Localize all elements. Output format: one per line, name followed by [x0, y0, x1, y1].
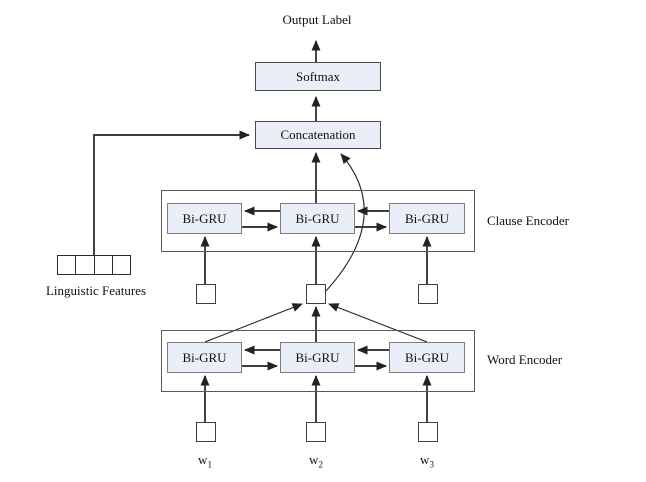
word-bigru-3: Bi-GRU: [389, 342, 465, 373]
clause-input-square-3: [418, 284, 438, 304]
clause-bigru-3: Bi-GRU: [389, 203, 465, 234]
input-w3-base: w: [420, 452, 430, 467]
word-input-square-1: [196, 422, 216, 442]
linguistic-feature-cell: [95, 256, 113, 274]
word-input-square-2: [306, 422, 326, 442]
input-label-w3: w3: [420, 452, 434, 470]
linguistic-features-label: Linguistic Features: [45, 283, 147, 298]
input-w2-base: w: [309, 452, 319, 467]
linguistic-feature-cell: [113, 256, 130, 274]
arrow-word-bigru3-to-square2: [328, 303, 428, 343]
input-label-w1: w1: [198, 452, 212, 470]
input-label-w2: w2: [309, 452, 323, 470]
clause-encoder-label: Clause Encoder: [487, 213, 569, 228]
clause-encoder-container: [161, 190, 475, 252]
arrow-word-bigru1-to-square2: [204, 303, 303, 343]
input-w2-subscript: 2: [318, 459, 323, 470]
linguistic-feature-cell: [76, 256, 95, 274]
clause-bigru-1: Bi-GRU: [167, 203, 242, 234]
linguistic-features-bar: [57, 255, 131, 275]
arrow-linguistic-features-to-concatenation: [93, 130, 250, 255]
clause-input-square-2: [306, 284, 326, 304]
word-input-square-3: [418, 422, 438, 442]
word-encoder-label: Word Encoder: [487, 352, 563, 367]
input-w1-subscript: 1: [207, 459, 212, 470]
word-bigru-1: Bi-GRU: [167, 342, 242, 373]
clause-input-square-1: [196, 284, 216, 304]
output-label: Output Label: [282, 12, 352, 27]
arrow-square2-skip-to-concatenation: [325, 153, 365, 292]
input-w1-base: w: [198, 452, 208, 467]
word-bigru-2: Bi-GRU: [280, 342, 355, 373]
clause-bigru-2: Bi-GRU: [280, 203, 355, 234]
word-encoder-container: [161, 330, 475, 392]
input-w3-subscript: 3: [429, 459, 434, 470]
concatenation-box: Concatenation: [255, 121, 381, 149]
linguistic-feature-cell: [58, 256, 77, 274]
softmax-box: Softmax: [255, 62, 381, 91]
